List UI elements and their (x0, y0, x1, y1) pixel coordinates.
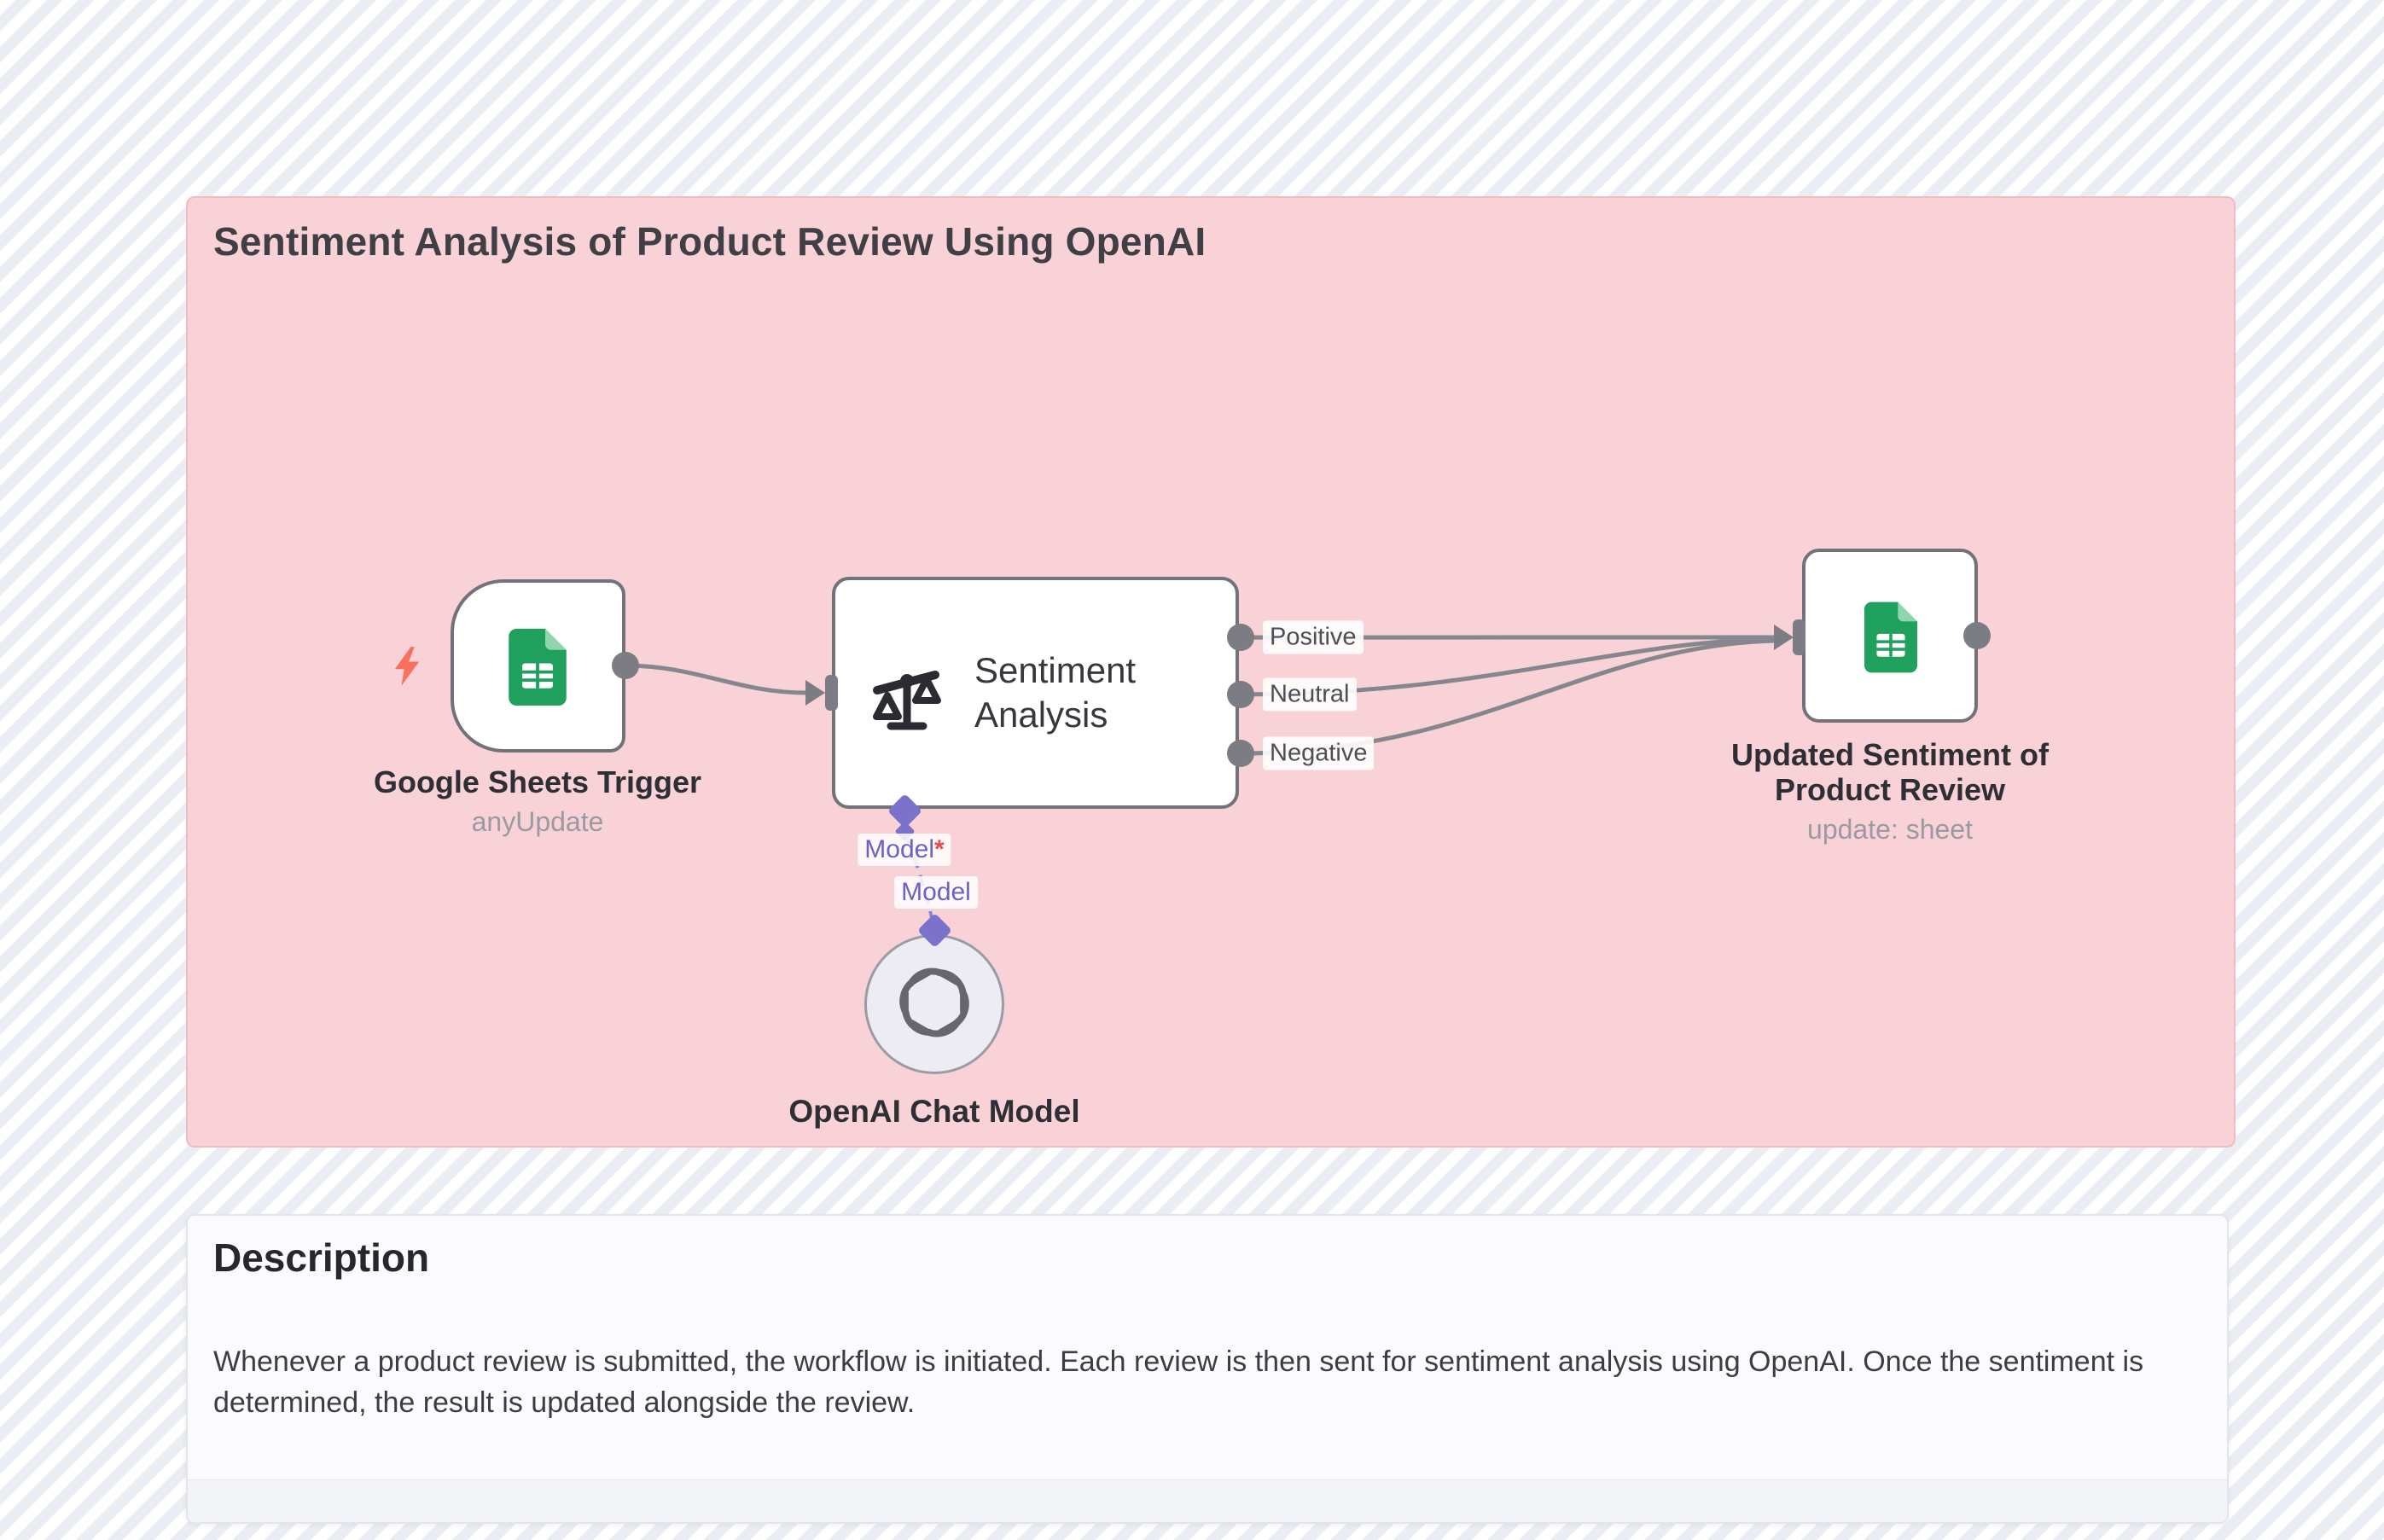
updated-input-port[interactable] (1793, 619, 1805, 655)
trigger-node-sublabel: anyUpdate (471, 806, 604, 838)
model-port-label-text: Model (864, 835, 935, 863)
model-port-label: Model* (858, 834, 951, 866)
openai-caption: OpenAI Chat Model (764, 1094, 1105, 1130)
updated-node-label: Updated Sentiment of Product Review (1730, 737, 2049, 808)
scales-icon (868, 665, 946, 741)
trigger-output-port[interactable] (612, 652, 639, 679)
required-asterisk: * (934, 835, 945, 863)
output-label-neutral: Neutral (1263, 677, 1357, 712)
output-label-negative: Negative (1263, 736, 1375, 770)
trigger-caption: Google Sheets Trigger anyUpdate (367, 764, 708, 838)
sentiment-output-negative-port[interactable] (1227, 740, 1254, 767)
updated-node-sublabel: update: sheet (1807, 814, 1973, 846)
updated-output-port[interactable] (1963, 622, 1991, 649)
updated-input-arrow (1774, 625, 1794, 650)
node-openai-chat-model[interactable] (864, 934, 1004, 1074)
output-label-positive: Positive (1263, 620, 1364, 654)
updated-caption: Updated Sentiment of Product Review upda… (1698, 737, 2082, 846)
google-sheets-icon (1864, 599, 1917, 680)
sentiment-input-port[interactable] (825, 675, 838, 711)
description-card: Description Whenever a product review is… (186, 1214, 2229, 1524)
lightning-bolt-icon (391, 646, 423, 691)
node-google-sheets-trigger[interactable] (451, 579, 625, 753)
openai-node-label: OpenAI Chat Model (788, 1094, 1080, 1129)
description-card-footer (188, 1479, 2227, 1522)
workflow-title: Sentiment Analysis of Product Review Usi… (213, 219, 1207, 264)
google-sheets-icon (509, 629, 567, 710)
sentiment-output-neutral-port[interactable] (1227, 681, 1254, 708)
model-connection-label-text: Model (901, 878, 971, 906)
sentiment-output-positive-port[interactable] (1227, 624, 1254, 651)
sentiment-input-arrow (805, 680, 825, 706)
description-heading: Description (213, 1235, 430, 1280)
description-body: Whenever a product review is submitted, … (213, 1345, 2144, 1419)
sentiment-node-title: Sentiment Analysis (974, 649, 1137, 735)
model-connection-label: Model (894, 876, 978, 909)
openai-icon (895, 963, 974, 1046)
node-sentiment-analysis[interactable]: Sentiment Analysis (832, 577, 1239, 809)
node-updated-sentiment[interactable] (1802, 549, 1978, 723)
trigger-node-label: Google Sheets Trigger (373, 764, 702, 799)
